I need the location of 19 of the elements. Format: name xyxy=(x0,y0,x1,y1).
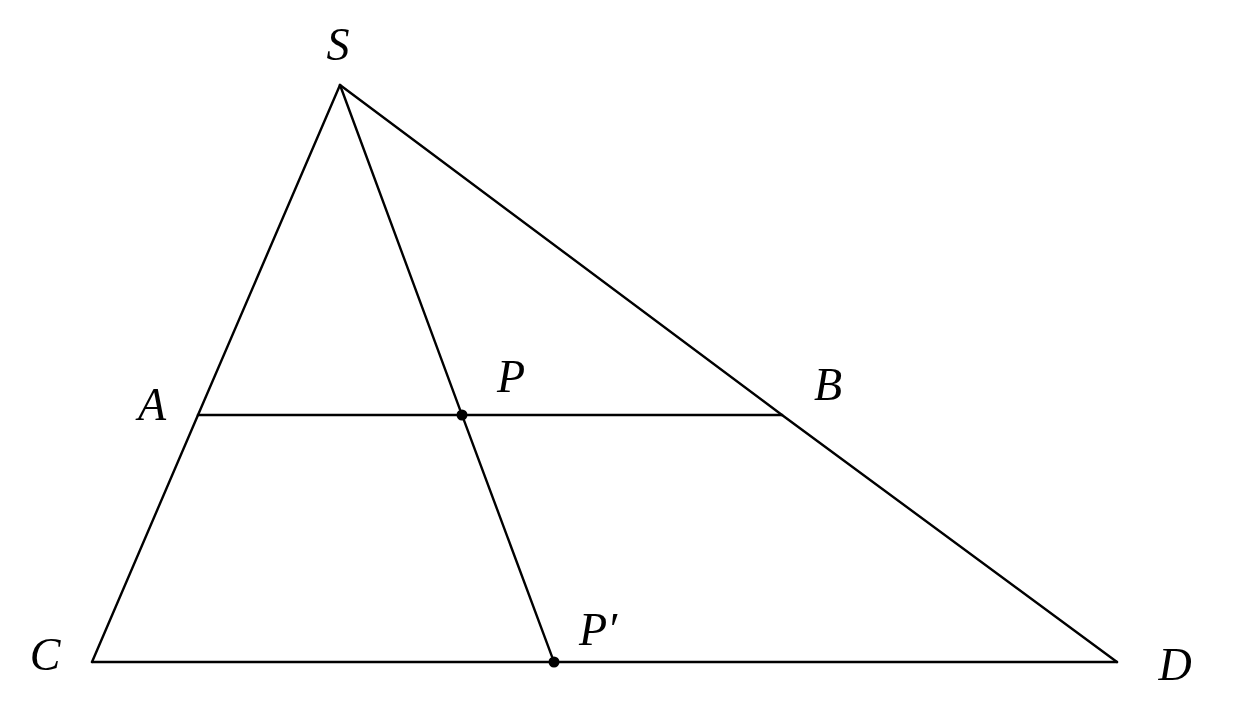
line-segment xyxy=(466,413,784,417)
line-segment xyxy=(338,83,784,417)
line-segment xyxy=(90,660,550,664)
point-label: C xyxy=(29,632,61,678)
line-segment xyxy=(196,413,458,417)
line-segment xyxy=(780,413,1119,664)
point-label: A xyxy=(137,382,167,428)
point-label: D xyxy=(1158,642,1192,688)
line-segment xyxy=(338,83,462,412)
line-segment xyxy=(90,413,200,664)
line-segment xyxy=(462,418,554,659)
point-dot xyxy=(456,409,468,421)
point-label: P xyxy=(496,354,526,400)
line-segment xyxy=(196,83,342,417)
point-dot xyxy=(548,656,560,668)
point-label: P′ xyxy=(578,607,618,653)
line-segment xyxy=(558,660,1119,664)
point-label: B xyxy=(813,362,843,408)
point-label: S xyxy=(326,22,350,68)
